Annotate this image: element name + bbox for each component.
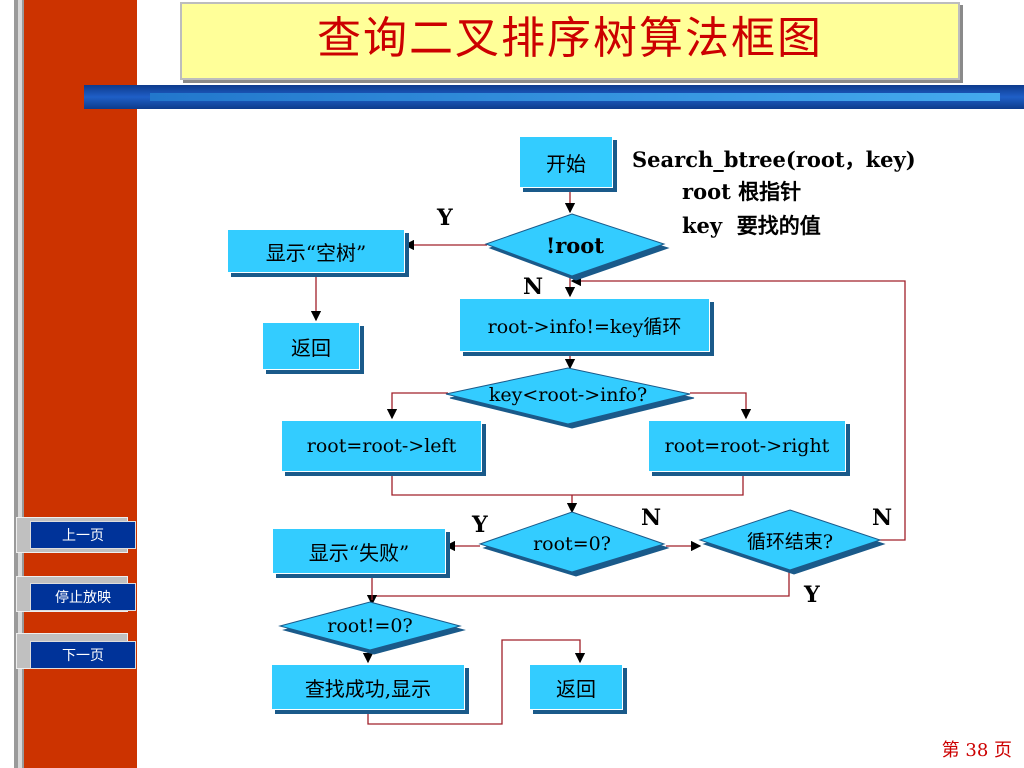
slide-title: 查询二叉排序树算法框图: [317, 13, 823, 64]
function-signature: Search_btree(root，key): [632, 147, 916, 172]
sidebar-light-strip: [18, 0, 22, 768]
diamond-compare: [445, 367, 691, 425]
cond-compare-label: key<root->info?: [488, 384, 648, 406]
label-y-fail: Y: [472, 512, 488, 538]
label-y-empty: Y: [437, 205, 453, 231]
label-y-end: Y: [804, 582, 820, 608]
key-description: key 要找的值: [682, 213, 821, 238]
edge-end-to-loop: [570, 275, 906, 541]
root-description: root 根指针: [682, 179, 802, 204]
show-fail-box: 显示“失败”: [272, 528, 446, 574]
start-box: 开始: [519, 136, 613, 188]
stop-show-button[interactable]: 停止放映: [30, 583, 136, 611]
return-box-1: 返回: [262, 322, 360, 370]
prev-page-button[interactable]: 上一页: [30, 521, 136, 549]
page-number: 第 38 页: [941, 740, 1012, 761]
loop-box: root->info!=key循环: [459, 298, 710, 352]
header-band: [84, 85, 1024, 109]
return-box-2: 返回: [529, 664, 623, 710]
cond-root-label: !root: [546, 232, 604, 258]
diamond-end: [698, 509, 882, 571]
cond-nonzero-label: root!=0?: [327, 615, 413, 637]
go-right-box: root=root->right: [648, 420, 846, 472]
found-box: 查找成功,显示: [271, 664, 465, 710]
next-page-button[interactable]: 下一页: [30, 641, 136, 669]
header-band-highlight: [150, 93, 1000, 101]
label-n-end: N: [872, 505, 893, 531]
edge-found-to-return: [367, 639, 586, 725]
cond-zero-label: root=0?: [533, 533, 611, 555]
label-n-zero: N: [641, 505, 662, 531]
cond-end-label: 循环结束?: [746, 530, 834, 553]
edge-compare-to-left: [386, 392, 448, 420]
show-empty-box: 显示“空树”: [227, 229, 405, 273]
edge-compare-to-right: [690, 392, 752, 420]
diamond-root: [484, 213, 666, 277]
edge-left-merge: [391, 470, 744, 496]
diamond-nonzero: [278, 601, 462, 651]
diamond-zero: [478, 511, 666, 573]
label-n-root: N: [523, 274, 544, 300]
title-box: [180, 2, 960, 80]
go-left-box: root=root->left: [281, 420, 482, 472]
